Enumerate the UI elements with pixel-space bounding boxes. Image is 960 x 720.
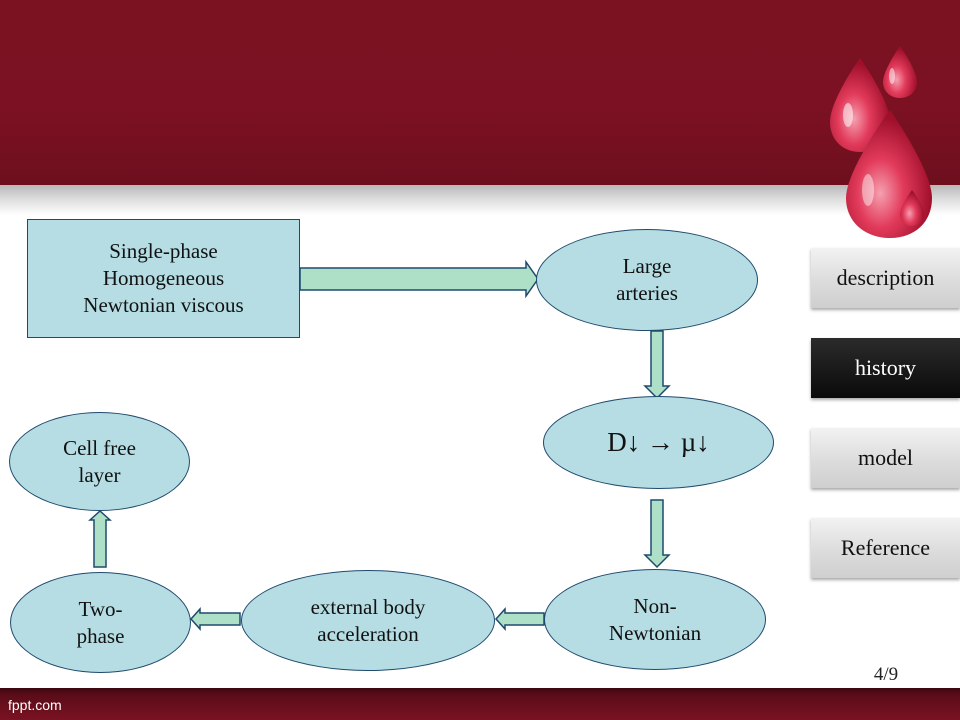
arrow-rect-to-arteries	[299, 259, 539, 299]
non-newtonian-node: Non- Newtonian	[544, 569, 766, 670]
cell-free-line-1: Cell free	[63, 435, 136, 460]
blood-drops-decoration	[830, 46, 932, 238]
rect-line-2: Homogeneous	[102, 266, 225, 290]
arrow-dmu-to-nonnewtonian	[643, 499, 671, 569]
nav-description-button[interactable]: description	[811, 248, 960, 308]
two-phase-node: Two- phase	[10, 572, 191, 673]
cell-free-line-2: layer	[78, 462, 121, 487]
single-phase-box: Single-phase Homogeneous Newtonian visco…	[27, 219, 300, 338]
non-newtonian-line-2: Newtonian	[608, 620, 702, 645]
footer-bar	[0, 688, 960, 720]
rect-line-1: Single-phase	[109, 239, 218, 263]
page-number: 4/9	[873, 664, 899, 685]
header-banner	[0, 0, 960, 185]
arrow-external-to-twophase	[189, 607, 241, 631]
footer-logo: fppt.com	[8, 697, 62, 713]
external-body-line-1: external body	[310, 594, 426, 619]
cell-free-layer-node: Cell free layer	[9, 412, 190, 511]
header-shadow	[0, 185, 960, 215]
large-arteries-node: Large arteries	[536, 229, 758, 331]
large-arteries-line-2: arteries	[616, 281, 678, 305]
nav-model-button[interactable]: model	[811, 428, 960, 488]
d-mu-label: D↓ → µ↓	[607, 427, 710, 457]
large-arteries-line-1: Large	[622, 254, 672, 278]
two-phase-line-1: Two-	[78, 596, 123, 621]
external-body-acceleration-node: external body acceleration	[241, 570, 495, 671]
two-phase-line-2: phase	[76, 623, 125, 648]
arrow-twophase-to-cellfree	[88, 509, 112, 568]
rect-line-3: Newtonian viscous	[83, 293, 244, 317]
nav-reference-button[interactable]: Reference	[811, 518, 960, 578]
arrow-nonnewtonian-to-external	[494, 607, 545, 631]
arrow-arteries-to-dmu	[643, 330, 671, 400]
diameter-viscosity-node: D↓ → µ↓	[543, 396, 774, 489]
non-newtonian-line-1: Non-	[633, 593, 677, 618]
external-body-line-2: acceleration	[317, 621, 419, 646]
nav-history-button[interactable]: history	[811, 338, 960, 398]
